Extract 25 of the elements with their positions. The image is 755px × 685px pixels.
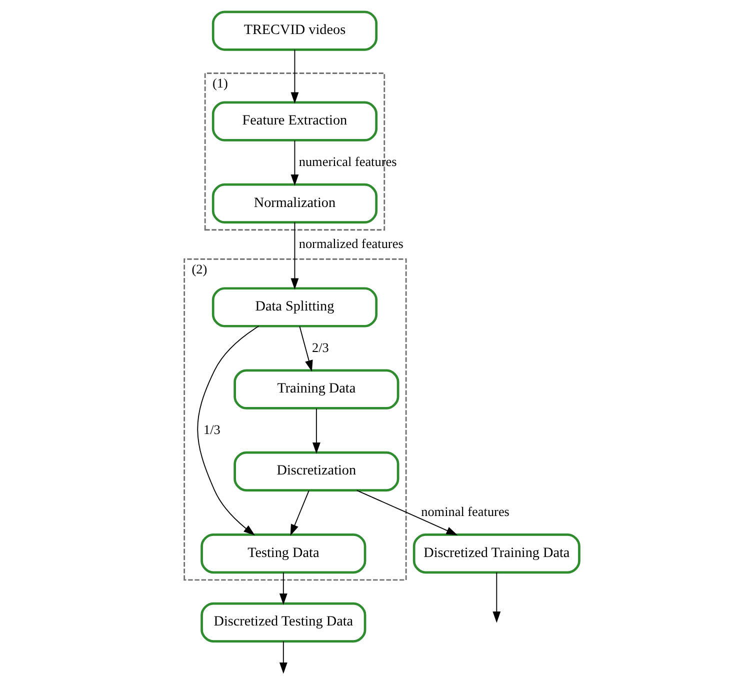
node-box: Discretized Training Data xyxy=(412,533,580,574)
node-box: Testing Data xyxy=(200,533,366,574)
arrow xyxy=(290,140,298,186)
arrow xyxy=(356,490,458,536)
edge-label: normalized features xyxy=(298,236,403,251)
arrow xyxy=(312,408,320,454)
node-box: Discretized Testing Data xyxy=(200,602,366,642)
node-box: Training Data xyxy=(233,369,399,410)
node-box: Feature Extraction xyxy=(211,101,378,142)
edge-label: 2/3 xyxy=(311,340,328,355)
edge-label: 1/3 xyxy=(202,422,220,437)
edge-label: numerical features xyxy=(298,154,396,169)
node-box: Discretization xyxy=(233,451,399,492)
arrow xyxy=(196,326,259,536)
node-box: TRECVID videos xyxy=(211,10,378,51)
node-box: Data Splitting xyxy=(211,287,378,328)
arrow xyxy=(290,49,298,104)
arrow xyxy=(492,572,500,623)
arrow xyxy=(290,490,309,536)
arrow xyxy=(278,572,287,605)
edge-label: nominal features xyxy=(420,504,509,519)
node-box: Normalization xyxy=(211,183,378,224)
arrow xyxy=(298,326,312,372)
arrow xyxy=(278,640,287,674)
arrow xyxy=(290,222,298,290)
